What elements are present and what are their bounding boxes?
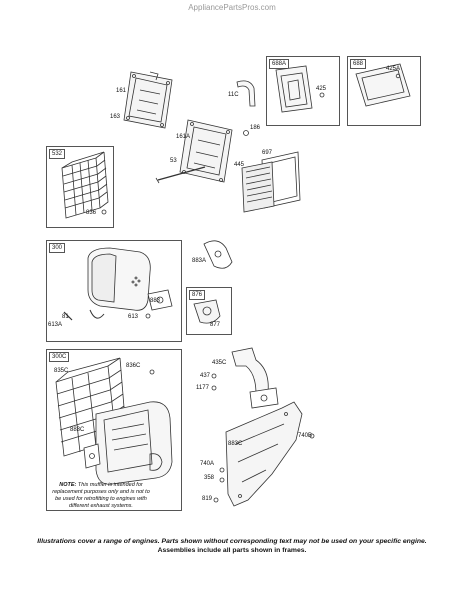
frame-300: 300: [46, 240, 182, 342]
muffler-note: NOTE: This muffler is intended for repla…: [52, 482, 150, 510]
frame-tag: 532: [49, 149, 66, 159]
screw-437: [211, 373, 217, 379]
nut-1177: [211, 385, 217, 391]
label-435c: 435C: [212, 360, 227, 366]
label-11c: 11C: [228, 92, 239, 98]
gasket-883c: [83, 443, 101, 469]
label-836c: 836C: [126, 363, 141, 369]
label-161: 161: [116, 88, 127, 94]
muffler-300c: [95, 401, 173, 485]
frame-876: 876: [186, 287, 232, 335]
label-358: 358: [204, 475, 215, 481]
filter-445: [241, 161, 275, 213]
frame-688A: 688A: [266, 56, 340, 126]
label-883c-left: 883C: [70, 427, 85, 433]
label-697: 697: [262, 150, 273, 156]
label-53: 53: [170, 158, 177, 164]
label-186: 186: [250, 125, 261, 131]
exhaust-elbow-435c: [231, 347, 279, 409]
label-883c-right: 883C: [228, 441, 243, 447]
label-163: 163: [110, 114, 121, 120]
label-877: 877: [210, 322, 221, 328]
caption-line-2: Assemblies include all parts shown in fr…: [157, 547, 307, 554]
label-425: 425: [316, 86, 327, 92]
breather-tube-11c: [236, 80, 256, 107]
cover-plate-161a: [179, 119, 233, 183]
screw-740b: [309, 433, 315, 439]
frame-tag: 300C: [49, 352, 70, 362]
caption-line-1: Illustrations cover a range of engines. …: [37, 538, 427, 545]
label-425a: 425A: [386, 66, 401, 72]
muffler-guard-532: [61, 151, 109, 219]
frame-tag: 688A: [269, 59, 290, 69]
cover-plate-161: [123, 71, 173, 129]
screw-819: [213, 497, 219, 503]
muffler-300: [87, 247, 151, 319]
screw-836c: [149, 369, 155, 375]
label-740b: 740B: [298, 433, 313, 439]
label-835c: 835C: [54, 368, 69, 374]
label-883a: 883A: [192, 258, 207, 264]
label-883: 883: [150, 298, 161, 304]
spark-arrestor-876: [193, 299, 221, 324]
cover-688a: [275, 65, 325, 113]
label-836: 836: [86, 210, 97, 216]
gasket-883: [147, 289, 173, 311]
watermark: AppliancePartsPros.com: [188, 3, 276, 12]
frame-532: 532: [46, 146, 114, 228]
label-1177: 1177: [196, 385, 209, 391]
label-161a: 161A: [176, 134, 191, 140]
heat-shield-883c: [225, 401, 303, 507]
frame-tag: 300: [49, 243, 66, 253]
frame-688: 688: [347, 56, 421, 126]
note-lead: NOTE:: [59, 482, 77, 488]
diagram-caption: Illustrations cover a range of engines. …: [0, 537, 464, 555]
label-613a: 613A: [48, 322, 63, 328]
stud-53: [155, 166, 206, 184]
label-81: 81: [62, 314, 69, 320]
nut-186: [243, 130, 249, 136]
cover-688: [355, 63, 411, 107]
label-740a: 740A: [200, 461, 215, 467]
frame-tag: 876: [189, 290, 206, 300]
screw-740a: [219, 467, 225, 473]
gasket-883a: [203, 240, 233, 269]
label-819: 819: [202, 496, 213, 502]
frame-300C: 300C: [46, 349, 182, 511]
frame-tag: 688: [350, 59, 367, 69]
note-body: This muffler is intended for replacement…: [52, 482, 150, 509]
label-437: 437: [200, 373, 211, 379]
label-445: 445: [234, 162, 245, 168]
label-613: 613: [128, 314, 139, 320]
bolt-81: [63, 311, 73, 321]
nut-358: [219, 477, 225, 483]
screw-613: [145, 313, 151, 319]
